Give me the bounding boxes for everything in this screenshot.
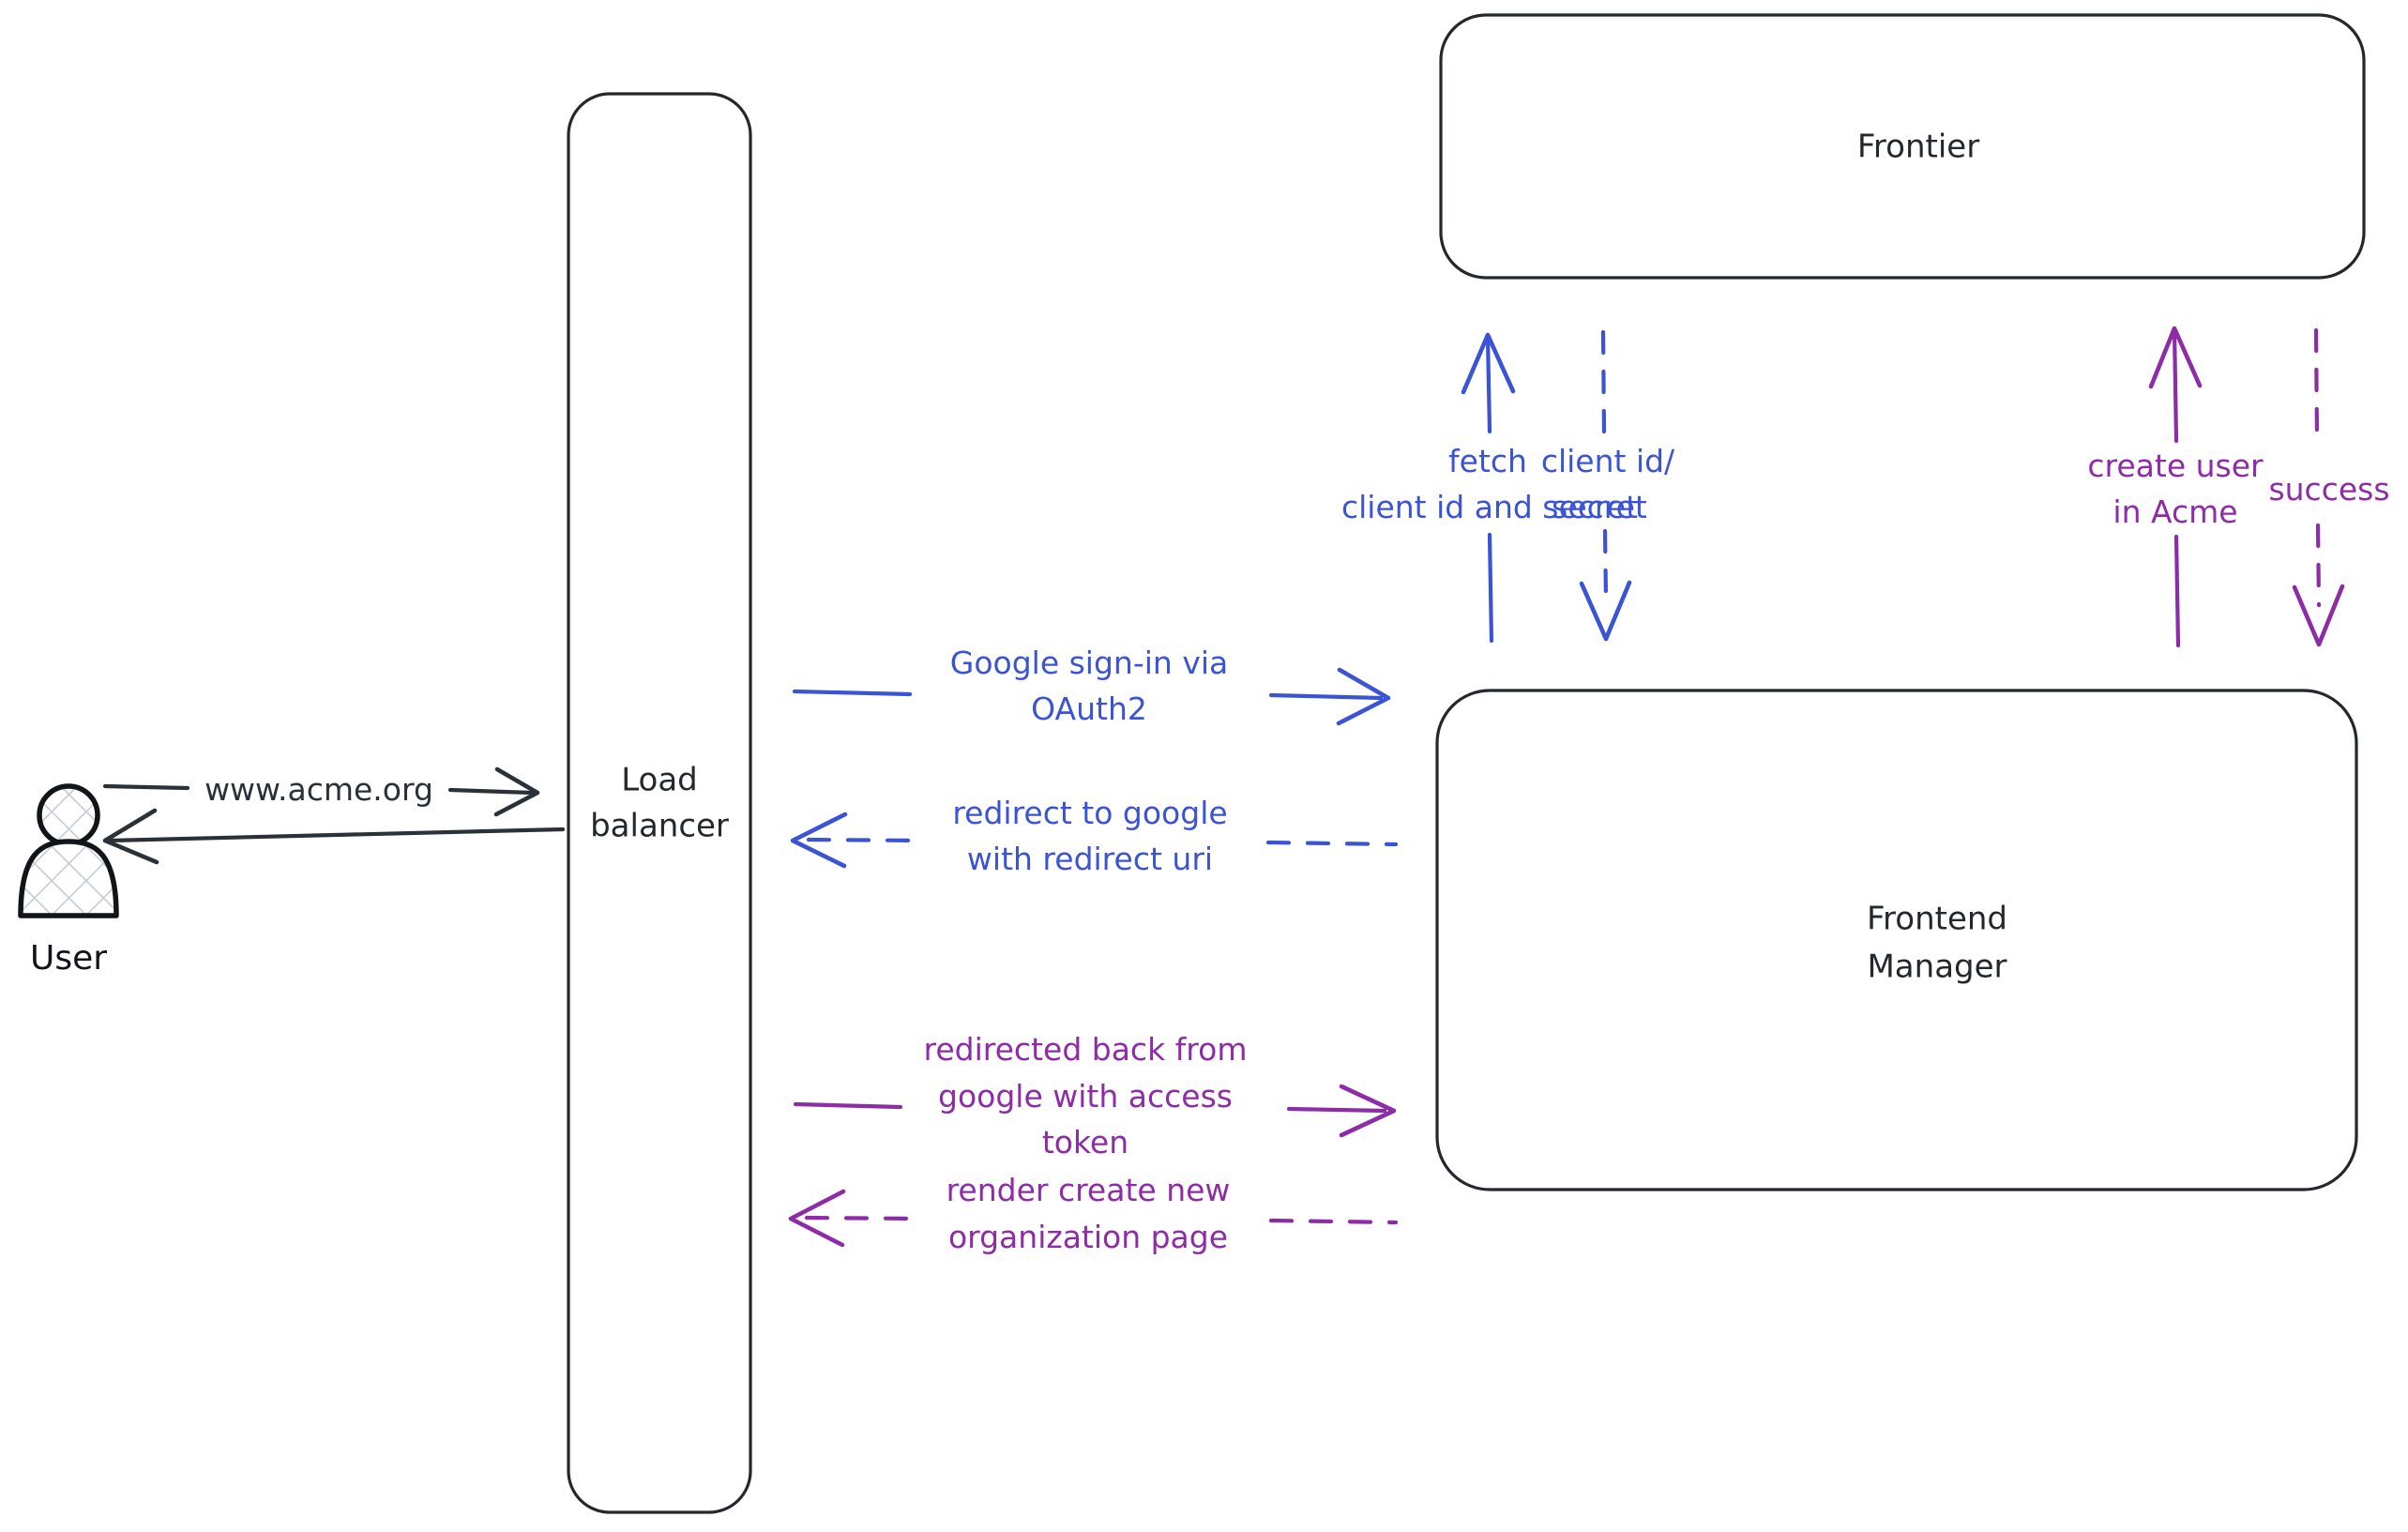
edge-lb-to-fm-signin-label-line1: Google sign-in via: [950, 645, 1228, 681]
edge-user-to-lb-label: www.acme.org: [204, 771, 433, 808]
person-icon-body: [18, 839, 119, 918]
edge-lb-to-fm-token-label-line3: token: [1042, 1124, 1128, 1160]
edge-lb-to-fm-google-signin[interactable]: Google sign-in via OAuth2: [792, 645, 1391, 727]
edge-fm-to-frontier-fetch-credentials[interactable]: fetch client id and secret: [1341, 332, 1638, 644]
edge-fm-to-frontier-create-user-label-line2: in Acme: [2113, 493, 2237, 530]
edge-fm-to-lb-render-org-page[interactable]: render create new organization page: [788, 1172, 1399, 1255]
frontier-label: Frontier: [1857, 129, 1979, 166]
edge-lb-to-fm-access-token[interactable]: redirected back from google with access …: [793, 1031, 1397, 1160]
person-icon-head: [37, 783, 100, 847]
edge-lb-to-fm-token-label-line2: google with access: [938, 1078, 1233, 1115]
edge-fm-to-lb-redirect-label-line2: with redirect uri: [967, 841, 1213, 877]
edge-lb-to-fm-signin-label-line2: OAuth2: [1031, 690, 1147, 727]
load-balancer-label-line2: balancer: [590, 808, 729, 845]
edge-lb-to-fm-token-label-line1: redirected back from: [924, 1031, 1248, 1068]
frontend-manager-label-line2: Manager: [1867, 948, 2007, 986]
edge-fm-to-lb-render-label-line2: organization page: [948, 1219, 1228, 1255]
node-frontier[interactable]: Frontier: [1439, 13, 2366, 280]
edge-fm-to-frontier-fetch-label-line2: client id and secret: [1341, 489, 1638, 525]
frontend-manager-label-line1: Frontend: [1867, 901, 2007, 938]
actor-user[interactable]: User: [18, 783, 119, 978]
node-frontend-manager[interactable]: Frontend Manager: [1435, 689, 2358, 1191]
edge-load-balancer-to-user[interactable]: [102, 808, 566, 865]
edge-fm-to-frontier-fetch-label-line1: fetch: [1448, 443, 1527, 479]
edge-frontier-to-fm-success[interactable]: success: [2268, 327, 2390, 647]
frontier-box: [1439, 13, 2366, 280]
edge-frontier-to-fm-credentials-label-line1: client id/: [1541, 443, 1675, 479]
edge-fm-to-lb-redirect-google[interactable]: redirect to google with redirect uri: [790, 795, 1399, 877]
load-balancer-box: [567, 92, 752, 1514]
edge-frontier-to-fm-credentials[interactable]: client id/ secret: [1541, 329, 1675, 642]
edge-user-to-load-balancer[interactable]: www.acme.org: [102, 766, 540, 817]
edge-fm-to-lb-redirect-label-line1: redirect to google: [952, 795, 1227, 831]
edge-fm-to-frontier-create-user-label-line1: create user: [2087, 447, 2264, 484]
node-load-balancer[interactable]: Load balancer: [567, 92, 752, 1514]
edge-frontier-to-fm-success-label: success: [2268, 471, 2389, 508]
edge-fm-to-frontier-create-user[interactable]: create user in Acme: [2087, 326, 2264, 648]
load-balancer-label-line1: Load: [621, 762, 698, 799]
frontend-manager-box: [1435, 689, 2358, 1191]
edge-frontier-to-fm-credentials-label-line2: secret: [1552, 489, 1647, 525]
actor-user-label: User: [30, 939, 107, 978]
edge-fm-to-lb-render-label-line1: render create new: [947, 1172, 1231, 1208]
